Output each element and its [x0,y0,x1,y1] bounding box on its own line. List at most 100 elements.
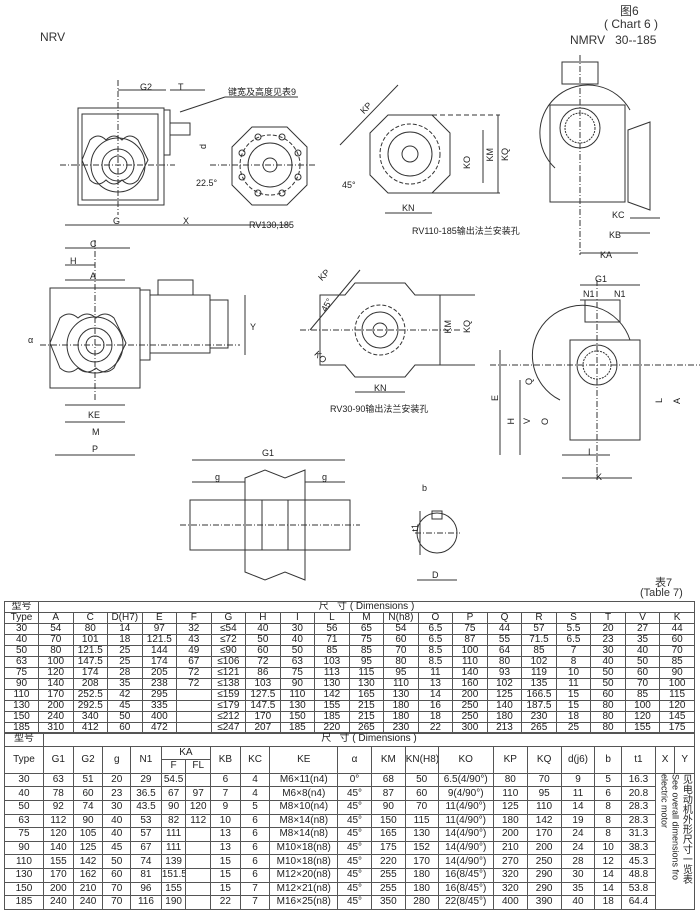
table-cell: 6 [210,772,241,788]
table-cell: 200 [452,689,488,701]
table-cell [185,772,211,788]
type-cell: 40 [4,786,44,801]
dim-label-h-left: H [70,256,77,266]
table-cell: 35 [560,881,596,897]
table-cell: 6.5 [417,634,454,646]
column-header: KC [239,745,271,774]
table-cell: 63 [42,772,74,788]
table-cell: 45° [337,854,372,869]
table-cell: 190 [160,895,187,910]
table-cell: 180 [492,813,528,829]
figure-number-cn: 图6 [620,4,639,18]
dim-label-m: M [92,427,100,437]
table-cell: 155 [314,700,350,712]
table-cell: 10 [210,813,241,829]
column-header: P [452,612,488,624]
table-cell [176,689,212,701]
table-cell: 64.4 [621,895,656,910]
table-cell: 60 [624,667,661,679]
table-cell [185,840,211,856]
table-cell: 28.3 [621,813,656,829]
type-cell: 30 [4,772,44,788]
table-cell: 86 [245,667,281,679]
table-cell: 8 [555,656,592,668]
type-cell: 30 [4,623,39,635]
table-cell: 170 [42,867,74,883]
table-cell: ≤138 [210,678,247,690]
type-cell: 90 [4,840,44,856]
dim-label-o: O [540,418,550,426]
table-cell: 210 [492,840,528,856]
table-cell: M8×10(n4) [269,799,339,815]
table-cell: 162 [72,867,104,883]
table-cell: 75 [348,634,385,646]
table-cell: 200 [526,840,562,856]
table-cell: 67 [130,840,162,856]
table-cell: 25 [107,656,143,668]
table-cell: M6×11(n4) [269,772,339,788]
nrv-motor-assembly-view [40,224,290,456]
table-cell: 95 [348,656,385,668]
table-cell: 53 [130,813,162,829]
table-cell: 60 [245,645,281,657]
column-header: t1 [621,745,656,774]
rv110-caption: RV110-185输出法兰安装孔 [412,226,520,236]
table-cell: 30 [279,623,316,635]
table-cell: ≤90 [210,645,247,657]
type-header-cn: 型号 [4,732,44,747]
dim-label-e: E [490,395,500,402]
table-cell: 130 [404,827,439,842]
table-cell: 100 [38,656,74,668]
table-cell: 85 [624,689,661,701]
table-cell: 140 [452,667,488,679]
table-cell: 50 [245,634,281,646]
table-cell: 350 [370,895,406,910]
table-cell: 340 [72,711,109,723]
table-cell: 16.3 [621,772,656,788]
table-cell: 45.3 [621,854,656,869]
table-cell: 80 [486,656,523,668]
table-cell: 4 [239,772,271,788]
table-cell: 16 [417,700,454,712]
column-header: g [102,745,132,774]
dim-label-alpha: α [28,335,34,345]
table-cell: 120 [624,711,661,723]
dim-label-a-right: A [672,398,682,405]
dim-label-kn-mid: KN [374,383,387,393]
table-cell: 174 [141,656,178,668]
table-cell: 144 [141,645,178,657]
table-cell: 210 [72,881,104,897]
table-cell: 23 [102,786,132,801]
dim-label-t1: t1 [410,524,420,532]
table-cell: 13 [210,827,241,842]
table-cell: 68 [370,772,406,788]
table-cell: 142 [526,813,562,829]
table-cell: M8×14(n8) [269,813,339,829]
table-cell: 90 [72,813,104,829]
table-cell: 72 [176,678,212,690]
table-cell: 24 [560,840,596,856]
table-cell: 50 [404,772,439,788]
table-cell: 6.5 [555,634,592,646]
table-cell: M10×18(n8) [269,854,339,869]
table-cell: 45° [337,786,372,801]
figure-number-en: ( Chart 6 ) [604,17,659,31]
table-cell: 139 [160,854,187,869]
table-cell: 90 [160,799,187,815]
dim-label-ka: KA [600,250,613,260]
table-cell: 85 [348,645,385,657]
rv110-flange-view [339,84,500,214]
table-cell: 38.3 [621,840,656,856]
table-cell: 70 [102,881,132,897]
dim-label-b: b [422,483,428,493]
dim-label-g: G [113,216,121,226]
table-cell: 71.5 [521,634,557,646]
table7-title-cn: 表7 [655,577,673,589]
table-cell: 92 [42,799,74,815]
column-header: N(h8) [383,612,419,624]
